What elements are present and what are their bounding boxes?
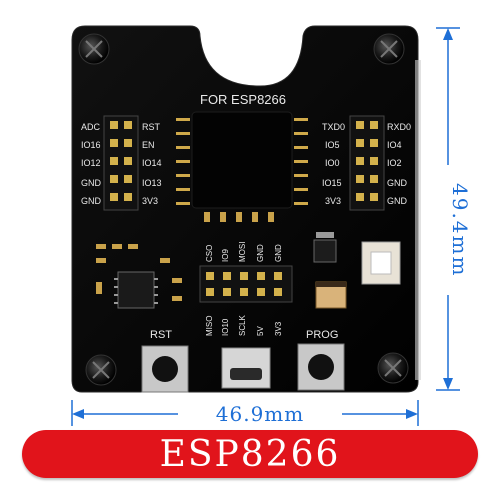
- voltage-regulator: [313, 239, 337, 263]
- bottom-pin-label-top: CSO: [205, 245, 214, 262]
- chip-pins: [114, 278, 158, 304]
- passive-components-left: [96, 244, 182, 301]
- rst-label: RST: [150, 329, 172, 341]
- bottom-header-pins: [206, 272, 282, 296]
- socket-contacts-right: [294, 118, 308, 205]
- right-pin-label-inner: TXD0: [322, 122, 345, 132]
- title-banner: ESP8266: [22, 430, 478, 478]
- left-pin-label-outer: ADC: [81, 122, 101, 132]
- right-pin-label-inner: IO0: [325, 158, 340, 168]
- left-pin-label-outer: IO16: [81, 140, 101, 150]
- right-header-pins: [356, 121, 378, 201]
- bottom-pin-label-bottom: 5V: [256, 326, 265, 336]
- right-pin-label-inner: IO15: [322, 178, 342, 188]
- right-pin-label-outer: GND: [387, 196, 408, 206]
- left-pin-label-inner: RST: [142, 122, 161, 132]
- board-title: FOR ESP8266: [200, 92, 286, 107]
- right-pin-label-outer: IO4: [387, 140, 402, 150]
- left-pin-label-inner: 3V3: [142, 196, 158, 206]
- height-dimension-label: 49.4mm: [448, 182, 472, 278]
- right-pin-label-outer: GND: [387, 178, 408, 188]
- left-pin-label-inner: IO14: [142, 158, 162, 168]
- left-header: [103, 115, 139, 211]
- right-pin-label-outer: RXD0: [387, 122, 411, 132]
- left-header-pins: [110, 121, 132, 201]
- right-pin-label-inner: IO5: [325, 140, 340, 150]
- left-pin-label-outer: GND: [81, 196, 102, 206]
- micro-usb-opening: [230, 368, 262, 380]
- pcb-edge: [415, 60, 421, 380]
- bottom-pin-label-bottom: MISO: [205, 316, 214, 336]
- module-socket: [191, 111, 293, 209]
- bottom-pin-label-top: IO9: [221, 249, 230, 262]
- height-dimension-line: [436, 27, 460, 391]
- mounting-screw-bottom-right: [377, 352, 409, 384]
- bottom-pin-label-top: GND: [274, 244, 283, 262]
- prog-button: [297, 343, 345, 391]
- rst-button: [141, 345, 189, 393]
- banner-title: ESP8266: [159, 434, 341, 475]
- prog-label: PROG: [306, 329, 338, 341]
- mounting-screw-bottom-left: [85, 354, 117, 386]
- bottom-pin-label-bottom: 3V3: [274, 321, 283, 336]
- bottom-pin-label-bottom: IO10: [221, 318, 230, 336]
- right-header: [349, 115, 385, 211]
- left-pin-label-outer: GND: [81, 178, 102, 188]
- width-dimension-label: 46.9mm: [215, 402, 305, 426]
- latching-switch-cap: [370, 251, 392, 275]
- bottom-pin-label-top: MOSI: [238, 242, 247, 262]
- left-pin-label-outer: IO12: [81, 158, 101, 168]
- capacitor-stripe: [316, 282, 346, 287]
- bottom-pin-label-top: GND: [256, 244, 265, 262]
- right-pin-label-inner: 3V3: [325, 196, 341, 206]
- left-pin-label-inner: IO13: [142, 178, 162, 188]
- right-pin-label-outer: IO2: [387, 158, 402, 168]
- regulator-tab: [316, 232, 334, 238]
- smd-components: [204, 212, 274, 222]
- bottom-header: [199, 265, 293, 303]
- mounting-screw-top-left: [78, 33, 110, 65]
- left-pin-label-inner: EN: [142, 140, 155, 150]
- mounting-screw-top-right: [373, 33, 405, 65]
- socket-contacts-left: [176, 118, 190, 205]
- usb-serial-chip: [117, 271, 155, 309]
- bottom-pin-label-bottom: SCLK: [238, 314, 247, 336]
- width-dimension-line: [71, 400, 419, 426]
